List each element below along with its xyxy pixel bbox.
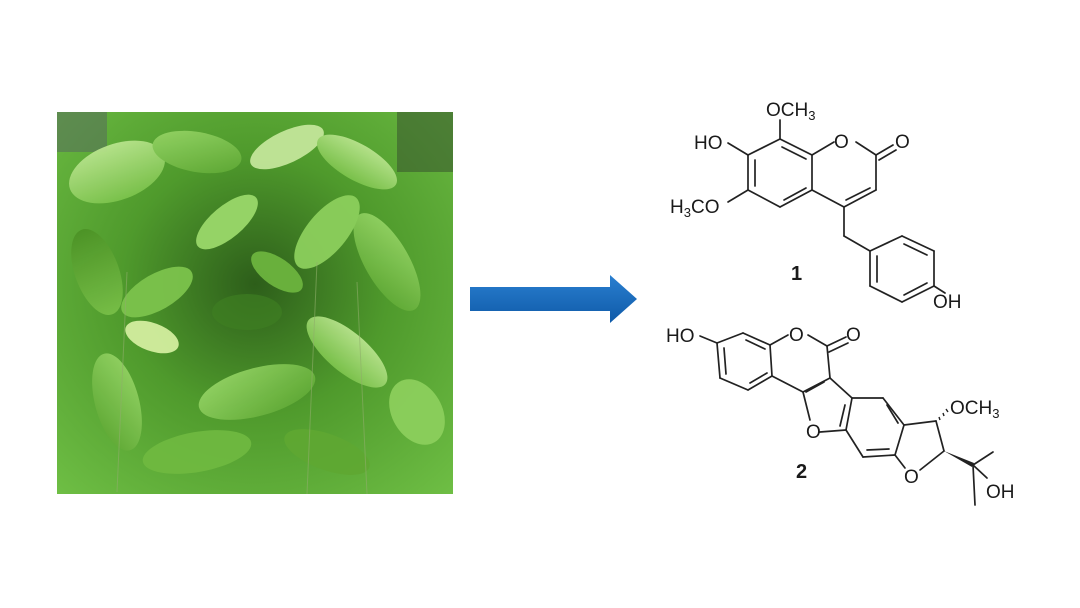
compound-2-structure: HO O O O O OCH3 OH 2 [666, 325, 1015, 506]
compound-1-och3-top: OCH3 [766, 100, 815, 123]
compound-2-furan-oxygen: O [806, 422, 821, 443]
compound-1-h3co: H3CO [670, 197, 719, 220]
compound-2-lactone-oxygen: O [789, 325, 804, 346]
plant-foliage-image [57, 112, 453, 494]
compound-1-ring-oxygen: O [834, 132, 849, 153]
compound-2-och3: OCH3 [950, 398, 999, 421]
compound-2-oh: OH [986, 482, 1015, 503]
compound-1-label: 1 [791, 263, 802, 285]
compound-2-dihydrofuran-oxygen: O [904, 467, 919, 488]
compound-2-ho: HO [666, 326, 695, 347]
compound-1-carbonyl-oxygen: O [895, 132, 910, 153]
compound-1-ho: HO [694, 133, 723, 154]
compound-2-carbonyl-oxygen: O [846, 325, 861, 346]
compound-1-oh: OH [933, 292, 962, 313]
right-arrow-icon [470, 275, 640, 325]
compound-1-structure: OCH3 HO H3CO O O OH 1 [670, 100, 962, 313]
compound-2-label: 2 [796, 461, 807, 483]
plant-photo [57, 112, 453, 494]
